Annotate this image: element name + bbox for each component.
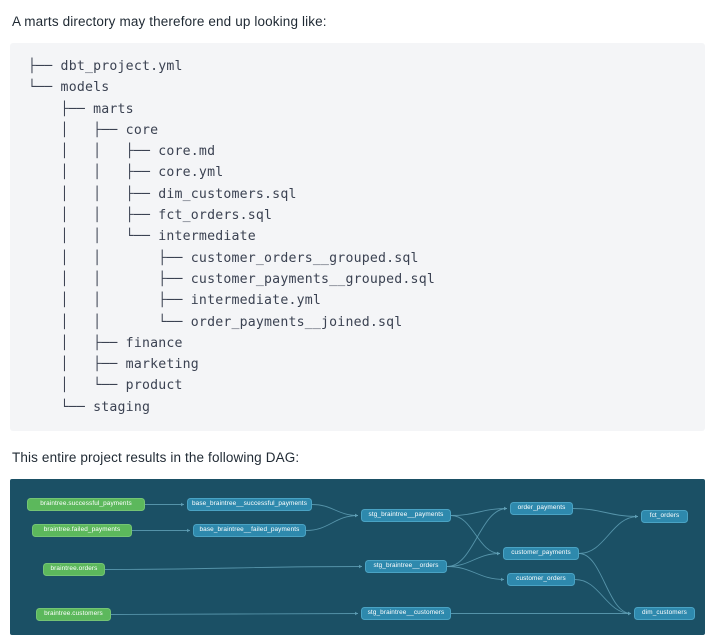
dag-arrowhead <box>628 611 631 616</box>
dag-node-braintree_failed_payments[interactable]: braintree.failed_payments <box>32 524 132 538</box>
intro-paragraph: A marts directory may therefore end up l… <box>12 14 327 29</box>
dag-edge-braintree_customers-to-stg_braintree__customers <box>110 613 359 615</box>
dag-edge-stg_braintree__payments-to-order_payments <box>450 508 508 516</box>
dag-arrowhead <box>501 577 504 582</box>
dag-edges <box>104 502 639 616</box>
dag-edge-base_braintree__successful_payments-to-stg_braintree__payments <box>311 504 359 516</box>
dag-arrowhead <box>497 551 500 556</box>
dag-edge-customer_payments-to-dim_customers <box>578 553 632 614</box>
dag-arrowhead <box>359 564 362 569</box>
directory-tree-text: ├── dbt_project.yml └── models ├── marts… <box>28 59 435 415</box>
dag-edge-braintree_orders-to-stg_braintree__orders <box>104 566 363 570</box>
dag-edge-customer_payments-to-fct_orders <box>578 516 639 554</box>
dag-arrowhead <box>635 514 638 519</box>
dag-node-customer_payments[interactable]: customer_payments <box>503 547 579 561</box>
dag-diagram: braintree.successful_payments braintree.f… <box>10 479 705 636</box>
dag-arrowhead <box>181 502 184 507</box>
dag-node-customer_orders[interactable]: customer_orders <box>507 573 575 587</box>
dag-node-stg_braintree__orders[interactable]: stg_braintree__orders <box>365 560 447 574</box>
dag-edge-stg_braintree__orders-to-customer_orders <box>446 566 505 580</box>
dag-node-braintree_successful_payments[interactable]: braintree.successful_payments <box>27 498 145 512</box>
dag-node-base_braintree__successful_payments[interactable]: base_braintree__successful_payments <box>187 498 312 512</box>
dag-node-dim_customers[interactable]: dim_customers <box>634 607 695 621</box>
directory-tree-code-block: ├── dbt_project.yml └── models ├── marts… <box>10 43 705 432</box>
dag-node-order_payments[interactable]: order_payments <box>510 502 573 516</box>
dag-arrowhead <box>504 506 507 511</box>
dag-arrowhead <box>355 513 358 518</box>
dag-arrowhead <box>355 611 358 616</box>
dag-node-braintree_orders[interactable]: braintree.orders <box>43 563 105 577</box>
dag-edge-base_braintree__failed_payments-to-stg_braintree__payments <box>305 515 359 531</box>
dag-arrowhead <box>187 528 190 533</box>
dag-edge-customer_orders-to-dim_customers <box>574 579 632 614</box>
dag-edge-stg_braintree__orders-to-customer_payments <box>446 553 501 567</box>
dag-node-fct_orders[interactable]: fct_orders <box>641 510 688 524</box>
dag-node-base_braintree__failed_payments[interactable]: base_braintree__failed_payments <box>193 524 306 538</box>
dag-node-braintree_customers[interactable]: braintree.customers <box>36 608 111 622</box>
dag-caption: This entire project results in the follo… <box>12 450 300 466</box>
dag-node-stg_braintree__payments[interactable]: stg_braintree__payments <box>361 509 451 523</box>
dag-edge-stg_braintree__orders-to-order_payments <box>446 508 508 567</box>
dag-edge-order_payments-to-fct_orders <box>572 508 639 517</box>
dag-node-stg_braintree__customers[interactable]: stg_braintree__customers <box>361 607 451 621</box>
dag-edge-stg_braintree__payments-to-customer_payments <box>450 515 501 554</box>
